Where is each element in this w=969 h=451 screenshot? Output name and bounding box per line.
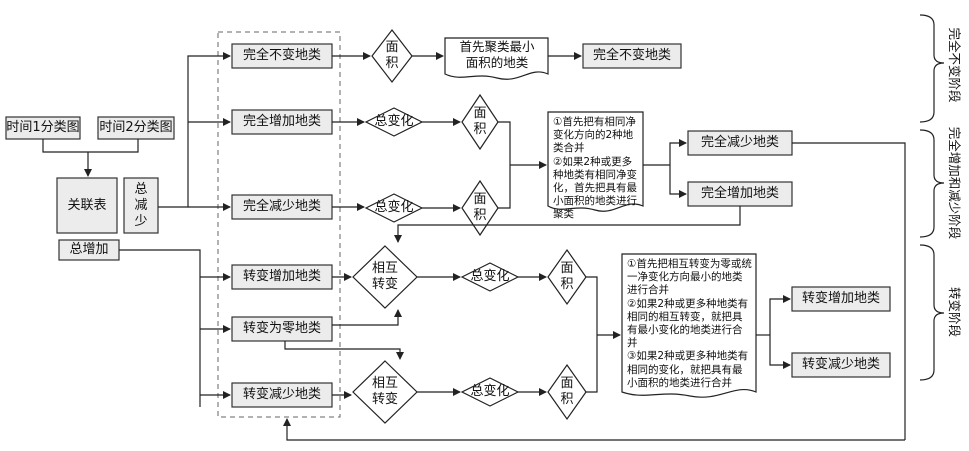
area-diamond-5: [547, 363, 587, 421]
mutual-change-label-1: 相互转变: [371, 261, 398, 292]
total-change-label-4: 总变化: [470, 384, 510, 399]
out-full-decrease: 完全减少地类: [700, 135, 779, 150]
cat-full-decrease: 完全减少地类: [242, 199, 321, 214]
out-trans-decrease-box: [791, 352, 891, 378]
area-diamond-1: [371, 29, 413, 83]
stage1-bracket: [919, 14, 945, 123]
time1-map: 时间1分类图: [6, 120, 80, 135]
area-label-2: 面积: [473, 106, 487, 137]
total-change-label-1: 总变化: [374, 114, 414, 129]
category-group-frame: [217, 31, 341, 418]
relation-table-box: [56, 177, 118, 234]
area-diamond-2: [461, 93, 499, 151]
total-decrease: 总减少: [134, 182, 148, 229]
out-trans-increase: 转变增加地类: [801, 291, 880, 306]
time2-map: 时间2分类图: [99, 120, 173, 135]
cat-trans-decrease: 转变减少地类: [242, 387, 321, 402]
mutual-change-label-2: 相互转变: [371, 376, 398, 407]
area-label-3: 面积: [473, 192, 487, 223]
out-unchanged-box: [582, 43, 682, 69]
stage2-rule-2: ②如果2种或更多种地类有相同净变化，首先把具有最小面积的地类进行聚类: [553, 155, 637, 221]
total-increase: 总增加: [69, 242, 109, 257]
total-change-diamond-3: [460, 262, 520, 292]
total-change-diamond-1: [364, 107, 424, 137]
total-change-label-3: 总变化: [470, 269, 510, 284]
area-label-4: 面积: [560, 261, 574, 292]
cat-trans-decrease-box: [231, 382, 333, 408]
stage3-rule-3: ③如果2种或更多种地类有相同的变化，就把具有最小面积的地类进行合并: [627, 350, 749, 389]
stage3-bracket: [919, 244, 945, 381]
smallest-area-doc-text: 首先聚类最小面积的地类: [459, 39, 535, 70]
stage3-rule-2: ②如果2种或更多种地类有相同的相互转变，就把具有最小变化的地类进行合并: [627, 297, 749, 350]
mutual-change-diamond-2: [352, 360, 418, 424]
cat-trans-zero: 转变为零地类: [242, 321, 321, 336]
out-trans-increase-box: [791, 286, 891, 312]
stage2-rules-doc: [547, 111, 644, 212]
stage3-rules-text: ①首先把相互转变为零或统一净变化方向最小的地类进行合并 ②如果2种或更多种地类有…: [627, 258, 752, 390]
out-full-increase: 完全增加地类: [700, 186, 779, 201]
cat-full-increase: 完全增加地类: [242, 114, 321, 129]
out-unchanged: 完全不变地类: [592, 48, 671, 63]
time2-map-box: [97, 116, 175, 140]
cat-trans-zero-box: [231, 316, 333, 342]
cat-unchanged: 完全不变地类: [242, 48, 321, 63]
stage3-rule-1: ①首先把相互转变为零或统一净变化方向最小的地类进行合并: [627, 258, 752, 297]
out-full-increase-box: [687, 181, 793, 207]
mutual-change-diamond-1: [352, 245, 418, 309]
area-diamond-4: [547, 248, 587, 306]
stage3-rules-doc: [621, 253, 757, 398]
relation-table: 关联表: [67, 197, 107, 213]
stage2-rules-text: ①首先把有相同净变化方向的2种地类合并 ②如果2种或更多种地类有相同净变化，首先…: [553, 116, 639, 222]
cat-trans-increase: 转变增加地类: [242, 269, 321, 284]
smallest-area-doc: [444, 37, 549, 80]
area-label-1: 面积: [385, 40, 399, 71]
total-change-diamond-4: [460, 377, 520, 407]
stage3-label: 转变阶段: [947, 286, 963, 337]
total-change-label-2: 总变化: [374, 200, 414, 215]
total-decrease-box: [123, 177, 159, 234]
out-trans-decrease: 转变减少地类: [801, 357, 880, 372]
stage2-label: 完全增加和减少阶段: [947, 126, 963, 240]
total-change-diamond-2: [364, 193, 424, 223]
area-diamond-3: [461, 179, 499, 237]
stage2-bracket: [919, 129, 945, 238]
area-label-5: 面积: [560, 376, 574, 407]
stage2-rule-1: ①首先把有相同净变化方向的2种地类合并: [553, 116, 636, 155]
